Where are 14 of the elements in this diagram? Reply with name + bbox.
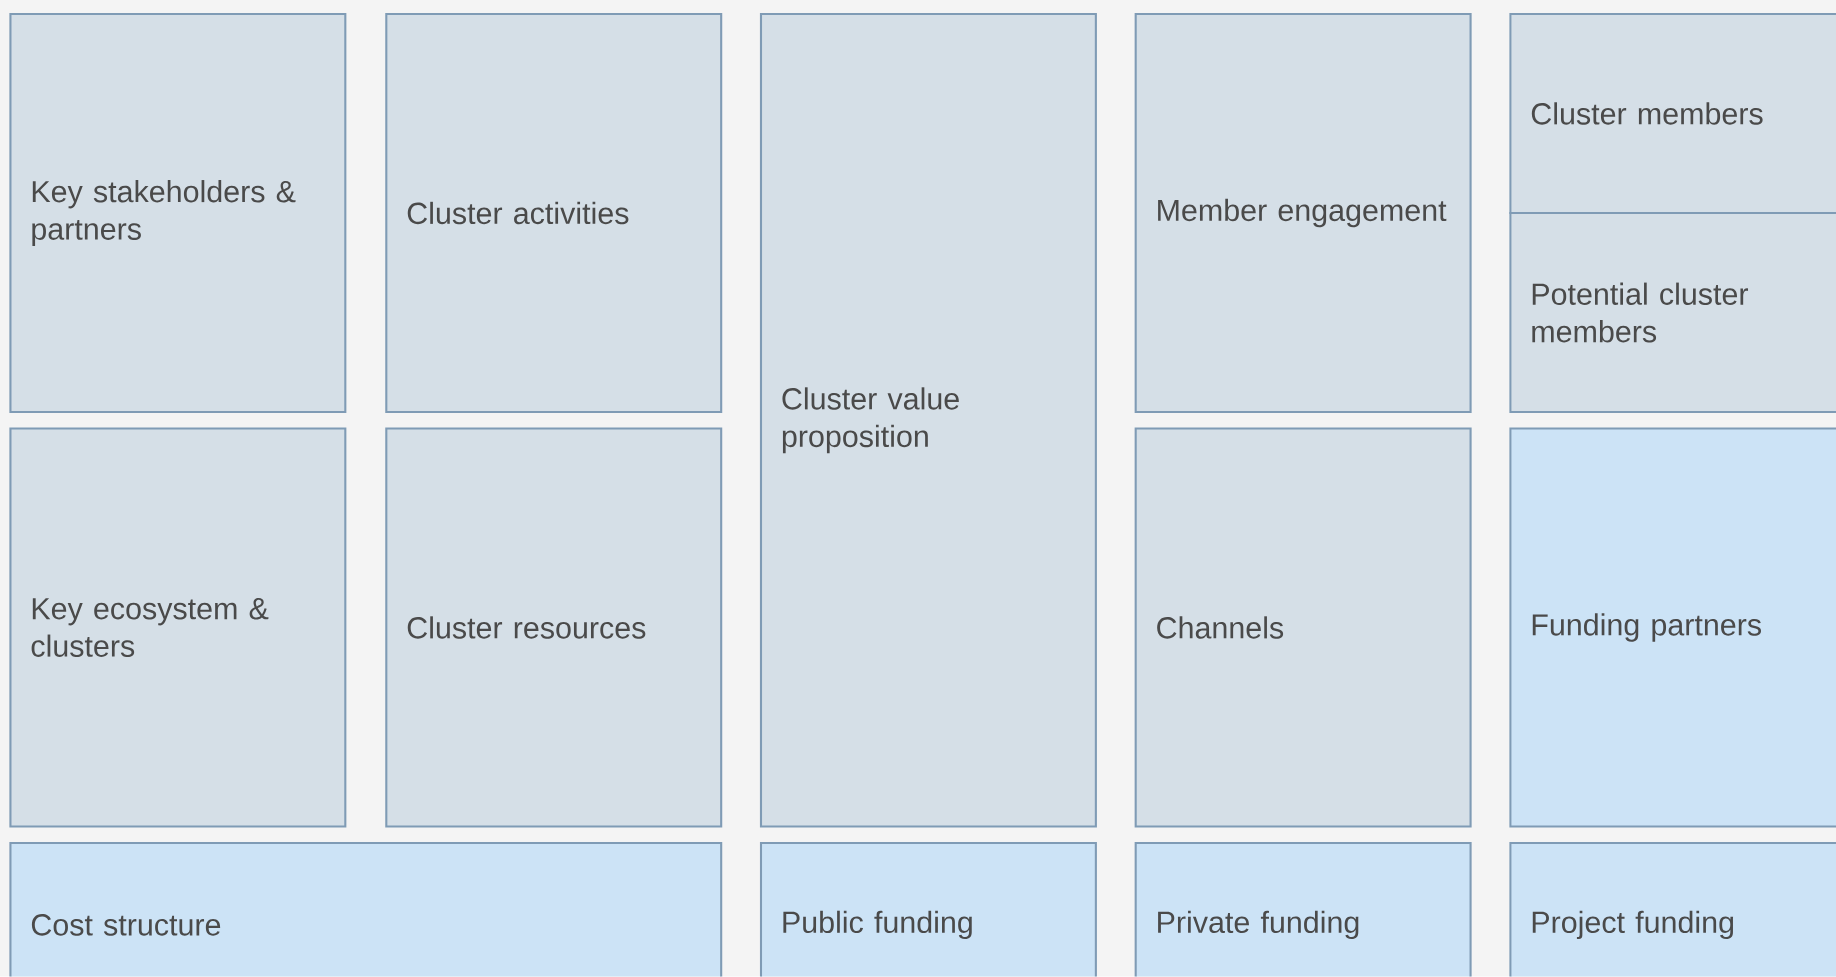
canvas-box: Public funding — [759, 842, 1097, 977]
canvas-box: Cluster members — [1509, 13, 1836, 215]
canvas-box: Private funding — [1134, 842, 1472, 977]
canvas-box: Cluster resources — [385, 427, 723, 828]
canvas-box: Potential cluster members — [1509, 212, 1836, 414]
canvas-box: Key ecosystem & clusters — [9, 427, 347, 828]
canvas-box: Key stakeholders & partners — [9, 13, 347, 414]
canvas-box: Cost structure — [9, 842, 723, 977]
canvas-box: Channels — [1134, 427, 1472, 828]
canvas-box: Cluster activities — [385, 13, 723, 414]
canvas-box: Project funding — [1509, 842, 1836, 977]
canvas-box: Member engagement — [1134, 13, 1472, 414]
canvas-box: Funding partners — [1509, 427, 1836, 828]
canvas-box: Cluster value proposition — [759, 13, 1097, 828]
